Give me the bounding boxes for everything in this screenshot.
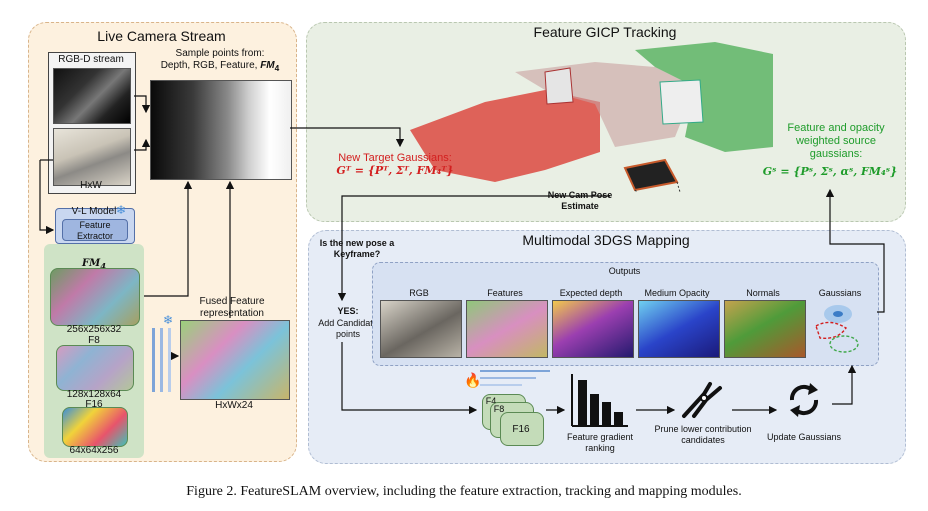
grad-line-1 [480, 370, 550, 372]
fm4-text: FM [82, 258, 101, 269]
tracking-title: Feature GICP Tracking [533, 24, 677, 40]
size-256-label: 256x256x32 [66, 324, 122, 335]
sampled-points-image [150, 80, 292, 180]
yes-label: YES: [337, 306, 359, 316]
output-depth-image [552, 300, 634, 358]
bar-chart-icon [570, 372, 630, 428]
hxw-label: HxW [80, 180, 102, 191]
output-label-features: Features [487, 288, 523, 298]
output-label-gaussians: Gaussians [818, 288, 862, 298]
f16-card-label: F16 [512, 424, 530, 435]
outputs-label: Outputs [608, 266, 641, 276]
vl-model-label: V-L Model [71, 206, 117, 217]
source-gaussians-math: Gˢ = {Pˢ, Σˢ, αˢ, FM₄ˢ} [762, 165, 898, 178]
fire-icon: 🔥 [464, 372, 482, 388]
sample-fm-sub: 4 [274, 63, 280, 73]
f16-card [500, 412, 544, 446]
prune-label: Prune lower contribution candidates [654, 424, 752, 445]
output-label-normals: Normals [746, 288, 780, 298]
output-rgb-image [380, 300, 462, 358]
sample-fm: FM [260, 60, 275, 71]
new-target-label: New Target Gaussians: [338, 152, 452, 164]
output-label-opacity: Medium Opacity [644, 288, 710, 298]
f8-map [56, 345, 134, 391]
fm4-label: FM4 [44, 258, 144, 272]
new-cam-pose-label: New Cam Pose Estimate [547, 190, 613, 211]
output-label-rgb: RGB [409, 288, 429, 298]
sample-points-label: Sample points from: Depth, RGB, Feature,… [150, 48, 290, 74]
f8-card-label: F8 [493, 404, 505, 414]
fm4-map [50, 268, 140, 326]
grad-line-3 [480, 384, 522, 386]
fused-feature-label: Fused Feature representation [199, 296, 265, 319]
rgbd-stream-label: RGB-D stream [58, 54, 124, 65]
f4-label: F4 [485, 396, 497, 406]
source-gaussians-label: Feature and opacity weighted source gaus… [787, 122, 885, 160]
fused-bar-1 [152, 328, 155, 392]
output-label-depth: Expected depth [559, 288, 623, 298]
output-gaussians-image [810, 300, 870, 356]
new-target-math: Gᵀ = {Pᵀ, Σᵀ, FM₄ᵀ} [336, 164, 454, 177]
output-features-image [466, 300, 548, 358]
feature-extractor-box: Feature Extractor [62, 219, 128, 241]
output-strip: RGB Features Expected depth Medium Opaci… [378, 288, 872, 360]
scissors-icon [680, 380, 724, 420]
size-128-label: 128x128x64 [66, 389, 122, 400]
add-candidate-label: Add Candidate points [318, 318, 378, 339]
figure-caption: Figure 2. FeatureSLAM overview, includin… [186, 484, 742, 499]
live-camera-title: Live Camera Stream [97, 28, 226, 44]
update-label: Update Gaussians [766, 432, 842, 442]
point-cloud-visual [395, 42, 775, 211]
fused-bar-3 [168, 328, 171, 392]
output-normals-image [724, 300, 806, 358]
fused-feature-image [180, 320, 290, 400]
f8-label: F8 [88, 335, 100, 346]
depth-image [53, 68, 131, 124]
keyframe-question: Is the new pose a Keyframe? [319, 238, 395, 259]
feature-extractor-label: Feature Extractor [76, 220, 113, 241]
sample-points-text: Sample points from: [175, 48, 265, 59]
fm4-sub: 4 [100, 261, 106, 271]
f16-map [62, 407, 128, 447]
size-64-label: 64x64x256 [69, 445, 119, 456]
fused-bar-2 [160, 328, 163, 392]
output-opacity-image [638, 300, 720, 358]
snowflake-icon: ❄ [116, 203, 127, 217]
refresh-icon [784, 380, 824, 420]
f16-label: F16 [85, 399, 103, 410]
fused-snowflake-icon: ❄ [163, 313, 174, 327]
rgb-image [53, 128, 131, 186]
hxwx24-label: HxWx24 [215, 400, 253, 411]
sample-sources-text: Depth, RGB, Feature, [160, 60, 258, 71]
ranking-label: Feature gradient ranking [566, 432, 634, 453]
grad-line-2 [480, 377, 536, 379]
